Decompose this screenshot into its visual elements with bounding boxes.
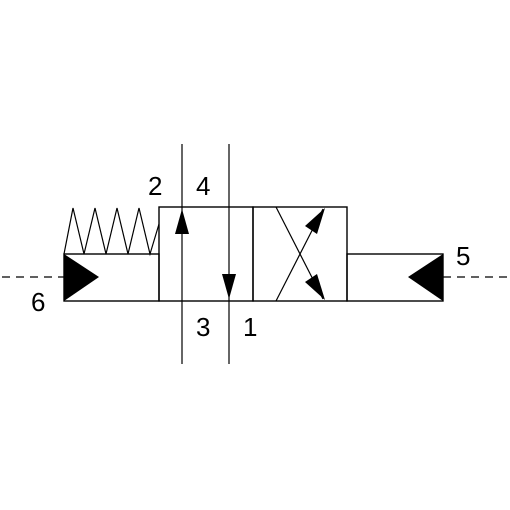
port-label-5: 5 (456, 241, 470, 271)
spring-icon (63, 207, 160, 257)
left-pilot-triangle (64, 254, 99, 301)
port-label-3: 3 (196, 312, 210, 342)
right-pilot-triangle (408, 254, 443, 301)
port-label-6: 6 (31, 287, 45, 317)
flow-arrow-down-icon (222, 274, 236, 299)
port-label-1: 1 (243, 312, 257, 342)
cross-arrow-up-icon (305, 208, 325, 234)
cross-arrow-down-icon (305, 274, 325, 300)
port-label-2: 2 (148, 171, 162, 201)
port-label-4: 4 (196, 171, 210, 201)
valve-envelope-left (158, 206, 254, 302)
flow-arrow-up-icon (175, 209, 189, 234)
